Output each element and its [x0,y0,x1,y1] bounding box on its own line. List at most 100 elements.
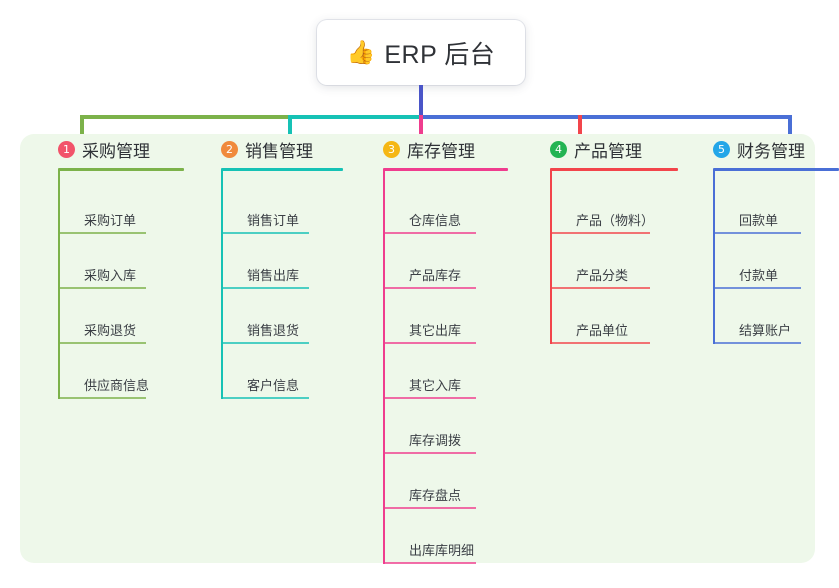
branch-leaf-label: 销售出库 [247,268,300,283]
branch-header-3[interactable]: 3 库存管理 [365,134,475,164]
branch-drop-1 [80,115,84,143]
root-node[interactable]: 👍 ERP 后台 [317,20,525,85]
branch-leaf-underline [58,287,146,289]
branch-drop-3 [419,115,423,143]
branch-leaf-underline [383,287,476,289]
branch-leaf[interactable]: 销售退货 [221,289,309,344]
branch-leaf-underline [383,397,476,399]
root-node-title: ERP 后台 [384,40,496,69]
branch-leaf-label: 产品库存 [409,268,462,283]
branch-leaf-label: 库存调拨 [409,433,462,448]
branch-leaf[interactable]: 产品单位 [550,289,650,344]
branch-underline [58,168,184,171]
trunk-segment-right [419,115,791,119]
branch-column-2: 2 销售管理销售订单销售出库销售退货客户信息 [203,134,343,399]
branch-leaf-underline [221,397,309,399]
branch-number-badge: 2 [221,140,238,158]
branch-leaf[interactable]: 销售订单 [221,179,309,234]
branch-leaf[interactable]: 采购退货 [58,289,146,344]
branch-leaf-label: 供应商信息 [84,378,150,393]
branch-leaf-label: 结算账户 [739,323,792,338]
branch-leaf[interactable]: 采购入库 [58,234,146,289]
branch-spine [713,170,715,344]
branch-header-4[interactable]: 4 产品管理 [532,134,642,164]
branch-title: 财务管理 [737,141,805,161]
branch-header-5[interactable]: 5 财务管理 [695,134,805,164]
branch-number-badge: 1 [58,140,75,158]
branch-leaf-underline [383,342,476,344]
root-node-content: 👍 ERP 后台 [347,35,496,71]
branch-leaf-underline [713,232,801,234]
branch-leaf-label: 其它出库 [409,323,462,338]
root-stem [419,85,423,117]
thumbs-up-icon: 👍 [346,39,376,65]
branch-column-3: 3 库存管理仓库信息产品库存其它出库其它入库库存调拨库存盘点出库库明细 [365,134,508,564]
branch-leaf-underline [713,287,801,289]
branch-leaf-label: 出库库明细 [409,543,475,558]
branch-column-5: 5 财务管理回款单付款单结算账户 [695,134,839,344]
branch-leaf[interactable]: 客户信息 [221,344,309,399]
trunk-segment-mid [288,115,421,119]
branch-leaf[interactable]: 销售出库 [221,234,309,289]
branch-spine [221,170,223,399]
branch-leaf[interactable]: 产品分类 [550,234,650,289]
branch-spine [550,170,552,344]
branch-leaf-underline [383,507,476,509]
branch-drop-5 [788,115,792,143]
branch-title: 库存管理 [407,141,475,161]
branch-number-badge: 3 [383,140,400,158]
branch-underline [383,168,508,171]
branch-leaf-label: 销售订单 [247,213,300,228]
branch-underline [221,168,343,171]
branch-leaf-label: 采购退货 [84,323,137,338]
branch-leaf-label: 付款单 [739,268,779,283]
branch-spine [383,170,385,564]
branch-leaf[interactable]: 库存盘点 [383,454,476,509]
branch-header-2[interactable]: 2 销售管理 [203,134,313,164]
branch-leaf[interactable]: 其它出库 [383,289,476,344]
branch-leaf-label: 其它入库 [409,378,462,393]
branch-leaf[interactable]: 产品库存 [383,234,476,289]
branch-leaf-label: 客户信息 [247,378,300,393]
branch-spine [58,170,60,399]
branch-leaf-label: 产品单位 [576,323,629,338]
branch-leaf-underline [58,397,146,399]
branch-header-1[interactable]: 1 采购管理 [40,134,150,164]
branch-leaf-underline [550,287,650,289]
branch-leaf[interactable]: 结算账户 [713,289,801,344]
branch-leaf-underline [383,452,476,454]
branch-title: 产品管理 [574,141,642,161]
branch-leaf[interactable]: 付款单 [713,234,801,289]
branch-leaf[interactable]: 供应商信息 [58,344,150,399]
branch-title: 销售管理 [245,141,313,161]
branch-underline [713,168,839,171]
branch-leaf-underline [221,342,309,344]
branch-leaf-underline [383,562,476,564]
branch-leaf[interactable]: 仓库信息 [383,179,476,234]
branch-leaf-underline [221,232,309,234]
branch-leaf-label: 产品分类 [576,268,629,283]
branch-column-4: 4 产品管理产品（物料） 产品分类产品单位 [532,134,678,344]
branch-leaf[interactable]: 采购订单 [58,179,146,234]
branch-leaf[interactable]: 库存调拨 [383,399,476,454]
branch-leaf-underline [713,342,801,344]
trunk-segment-left [80,115,290,119]
branch-leaf-label: 库存盘点 [409,488,462,503]
branch-number-badge: 5 [713,140,730,158]
branch-leaf[interactable]: 产品（物料） [550,179,654,234]
branch-leaf-underline [221,287,309,289]
branch-leaf[interactable]: 出库库明细 [383,509,476,564]
branch-number-badge: 4 [550,140,567,158]
branch-leaf[interactable]: 回款单 [713,179,801,234]
branch-leaf-underline [550,232,650,234]
branch-leaf-label: 采购订单 [84,213,137,228]
branch-leaf[interactable]: 其它入库 [383,344,476,399]
branch-leaf-label: 回款单 [739,213,779,228]
branch-drop-4 [578,115,582,143]
branch-leaf-underline [550,342,650,344]
branch-title: 采购管理 [82,141,150,161]
branch-leaf-label: 销售退货 [247,323,300,338]
branch-leaf-label: 产品（物料） [576,213,655,228]
branches-panel: 1 采购管理采购订单采购入库采购退货供应商信息 2 销售管理销售订单销售出库销售退货客… [20,134,839,564]
